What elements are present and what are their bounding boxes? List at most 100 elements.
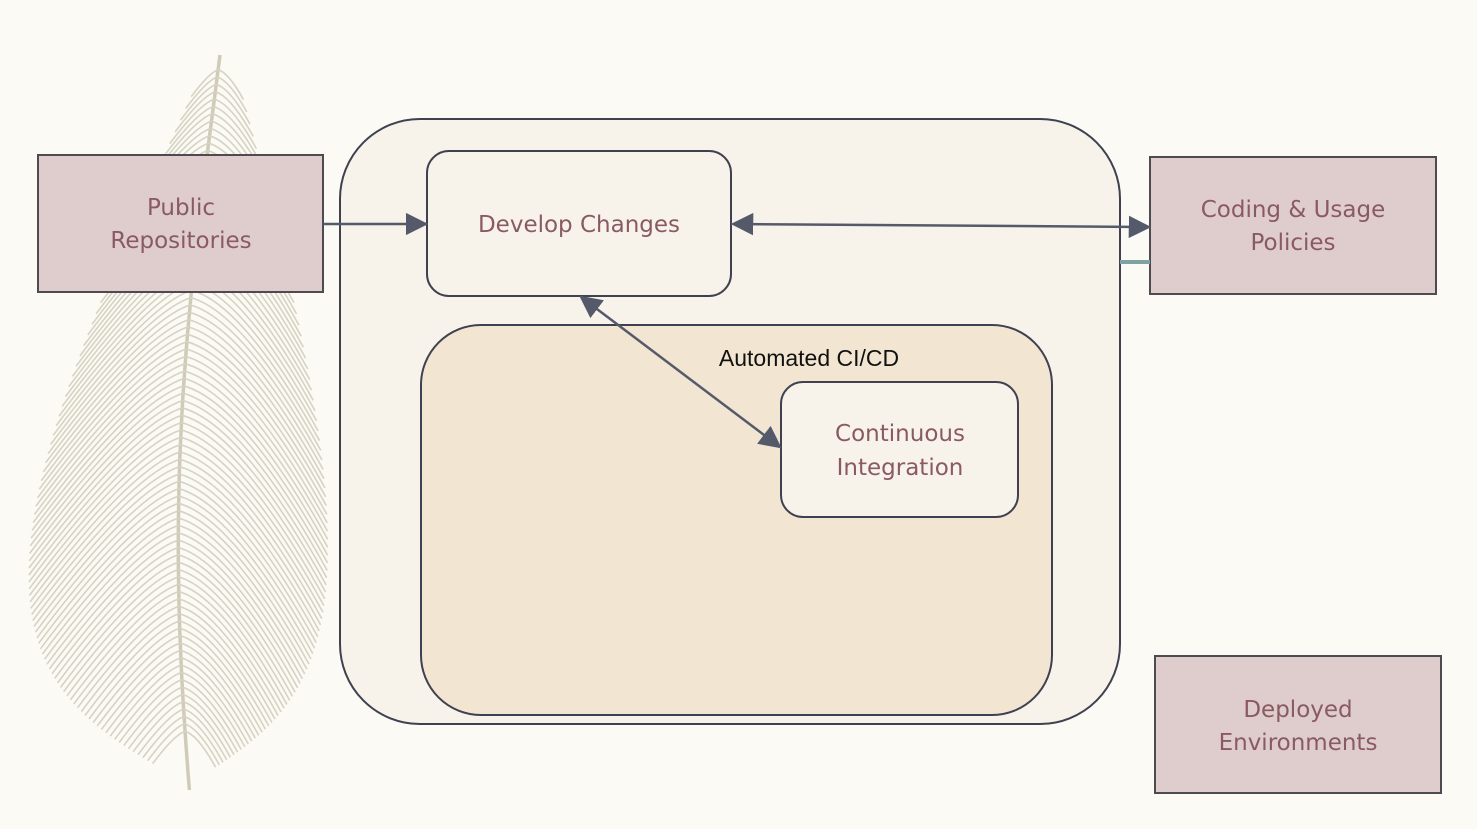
feather-stroke [181, 414, 327, 586]
feather-stroke [178, 561, 294, 697]
feather-stroke [37, 502, 179, 644]
feather-stroke [28, 443, 181, 596]
feather-stroke [178, 554, 296, 693]
feather-stroke [180, 443, 324, 613]
feather-stroke [69, 590, 180, 701]
feather-stroke [30, 458, 181, 609]
feather-stroke [49, 304, 191, 445]
arrow-develop-policies [730, 212, 1152, 239]
feather-stroke [182, 407, 328, 579]
feather-stroke [55, 289, 192, 427]
feather-stroke [46, 532, 179, 665]
feather-stroke [178, 583, 285, 709]
feather-stroke [118, 679, 183, 743]
feather-stroke [186, 348, 328, 515]
feather-stroke [38, 340, 188, 490]
feather-stroke [181, 679, 242, 750]
feather-stroke [42, 326, 189, 473]
continuous-integration-label-line2: Integration [837, 455, 964, 481]
feather-stroke [179, 634, 263, 733]
feather-stroke [29, 392, 184, 547]
feather-stroke [181, 671, 246, 748]
feather-stroke [215, 91, 254, 137]
feather-stroke [84, 620, 180, 716]
feather-stroke [180, 436, 325, 606]
feather-stroke [184, 362, 329, 532]
feather-stroke [178, 517, 308, 670]
feather-stroke [47, 311, 190, 455]
feather-stroke [179, 473, 319, 638]
coding-usage-policies-box[interactable] [1149, 156, 1437, 295]
feather-stroke [151, 730, 186, 765]
feather-stroke [183, 708, 228, 761]
feather-stroke [180, 664, 249, 745]
feather-stroke [73, 598, 180, 705]
feather-stroke [190, 296, 322, 451]
feather-stroke [32, 370, 185, 523]
feather-stroke [174, 91, 216, 133]
deployed-environments-label-line2: Environments [1219, 730, 1378, 756]
feather-stroke [178, 524, 306, 675]
feather-stroke [56, 561, 179, 684]
feather-stroke [178, 590, 282, 713]
feather-stroke [178, 598, 279, 716]
feather-stroke [178, 576, 288, 705]
feather-stroke [187, 326, 326, 489]
feather-stroke [178, 495, 314, 655]
feather-stroke [114, 671, 182, 740]
feather-stroke [178, 539, 301, 684]
feather-stroke [187, 333, 327, 498]
feather-stroke [28, 436, 181, 590]
feather-stroke [28, 414, 183, 569]
feather-stroke [191, 289, 321, 442]
feather-stroke [178, 509, 310, 665]
feather-stroke [66, 583, 179, 697]
feather-stroke [29, 399, 183, 554]
feather-stroke [30, 385, 184, 539]
continuous-integration-label-line1: Continuous [835, 421, 965, 447]
feather-stroke [35, 355, 186, 507]
feather-stroke [184, 723, 220, 766]
feather-stroke [179, 451, 323, 619]
feather-stroke [216, 76, 248, 113]
feather-stroke [31, 465, 180, 615]
feather-stroke [36, 495, 180, 639]
feather-stroke [188, 318, 325, 480]
public-repositories-label-line1: Public [147, 195, 215, 221]
feather-stroke [189, 311, 324, 470]
public-repositories-box[interactable] [37, 154, 324, 293]
feather-stroke [185, 76, 218, 109]
feather-stroke [213, 105, 261, 162]
feather-stroke [76, 605, 180, 709]
automated-cicd-label: Automated CI/CD [719, 345, 899, 371]
continuous-integration-box[interactable] [780, 381, 1019, 518]
feather-stroke [96, 642, 181, 727]
feather-stroke [183, 385, 329, 556]
feather-stroke [147, 723, 185, 762]
deployed-environments-box[interactable] [1154, 655, 1442, 794]
feather-stroke [105, 656, 182, 734]
feather-stroke [109, 664, 182, 737]
feather-stroke [48, 539, 179, 670]
feather-stroke [52, 296, 192, 436]
feather-stroke [183, 377, 329, 548]
feather-stroke [28, 429, 182, 583]
feather-stroke [180, 642, 260, 736]
feather-stroke [88, 627, 180, 720]
feather-stroke [178, 532, 304, 680]
feather-stroke [40, 333, 188, 482]
coding-usage-policies-label-line1: Coding & Usage [1201, 197, 1386, 223]
feather-stroke [178, 546, 299, 689]
feather-stroke [41, 517, 179, 655]
feather-stroke [29, 451, 181, 603]
feather-stroke [179, 465, 320, 632]
develop-changes-label: Develop Changes [478, 212, 680, 238]
feather-stroke [44, 318, 190, 464]
feather-stroke [183, 715, 224, 763]
feather-stroke [182, 686, 239, 753]
feather-stroke [31, 377, 185, 531]
arrow-develop-ci [579, 295, 782, 449]
feather-stroke [142, 715, 185, 759]
feather-stroke [59, 568, 179, 688]
